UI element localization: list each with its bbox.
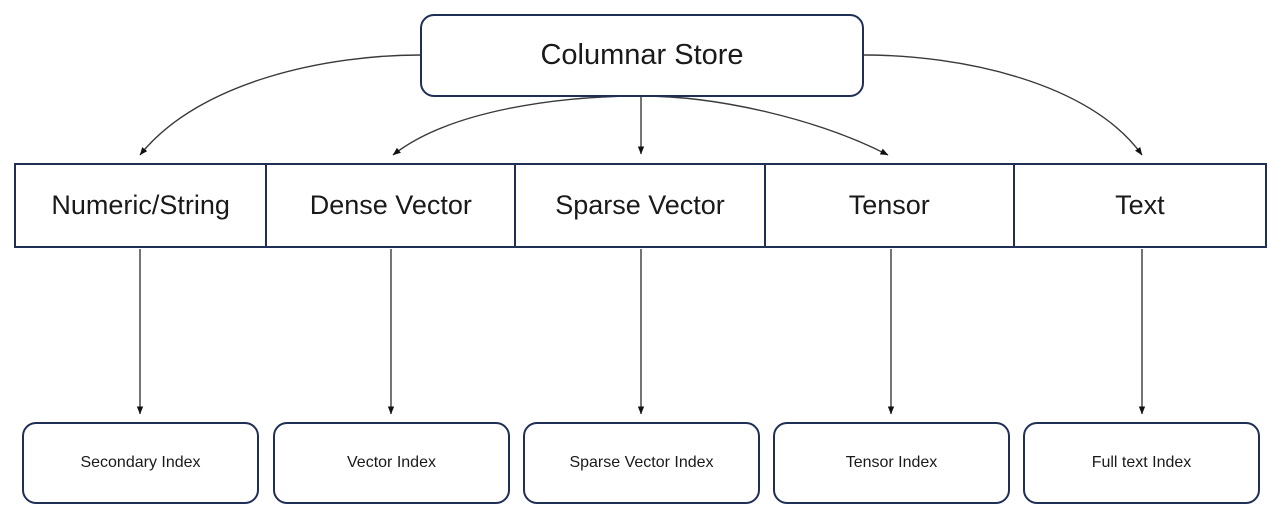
- node-sparse-vector-label: Sparse Vector: [555, 190, 725, 220]
- node-sparse-vector-index[interactable]: Sparse Vector Index: [523, 422, 760, 504]
- node-numeric-string-label: Numeric/String: [51, 190, 230, 220]
- index-row: Secondary Index Vector Index Sparse Vect…: [0, 422, 1280, 506]
- node-full-text-index-label: Full text Index: [1091, 454, 1192, 471]
- node-text[interactable]: Text: [1014, 165, 1265, 246]
- node-tensor-index-label: Tensor Index: [845, 454, 938, 471]
- node-columnar-store-label: Columnar Store: [540, 39, 744, 71]
- edge-root-to-dense-vector: [392, 95, 642, 156]
- edge-root-to-numeric-string: [139, 54, 421, 156]
- node-secondary-index-label: Secondary Index: [80, 454, 201, 471]
- node-sparse-vector[interactable]: Sparse Vector: [516, 165, 766, 246]
- node-vector-index[interactable]: Vector Index: [273, 422, 510, 504]
- node-vector-index-label: Vector Index: [347, 454, 436, 471]
- node-text-label: Text: [1115, 190, 1165, 220]
- node-columnar-store[interactable]: Columnar Store: [420, 14, 864, 97]
- column-type-band: Numeric/String Dense Vector Sparse Vecto…: [14, 163, 1267, 248]
- node-tensor[interactable]: Tensor: [765, 165, 1015, 246]
- node-dense-vector[interactable]: Dense Vector: [267, 165, 517, 246]
- node-dense-vector-label: Dense Vector: [309, 190, 472, 220]
- edge-root-to-tensor: [640, 95, 889, 156]
- edge-root-to-text: [863, 54, 1143, 156]
- node-tensor-index[interactable]: Tensor Index: [773, 422, 1010, 504]
- node-numeric-string[interactable]: Numeric/String: [16, 165, 268, 246]
- node-full-text-index[interactable]: Full text Index: [1023, 422, 1260, 504]
- node-sparse-vector-index-label: Sparse Vector Index: [569, 454, 714, 471]
- node-tensor-label: Tensor: [848, 190, 930, 220]
- node-secondary-index[interactable]: Secondary Index: [22, 422, 259, 504]
